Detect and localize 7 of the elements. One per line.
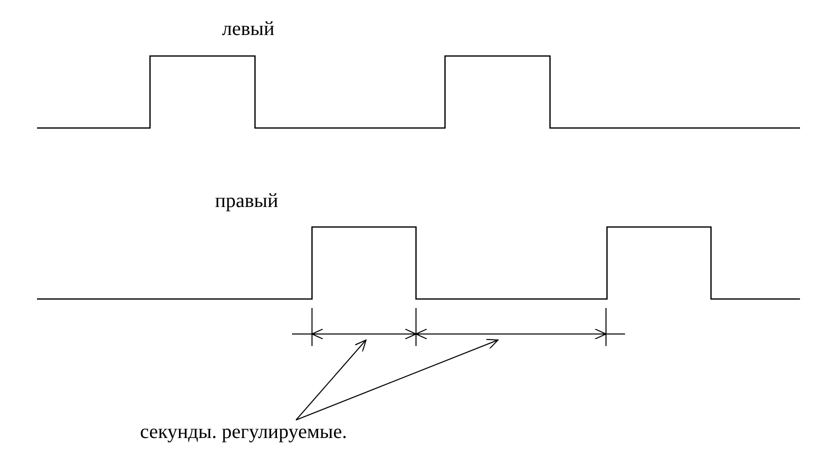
annotation-text: секунды. регулируемые.: [140, 420, 347, 444]
leader-arrow: [296, 340, 366, 420]
dimension-line: [292, 328, 416, 340]
signal-label: левый: [222, 18, 274, 40]
dimension-line: [416, 328, 626, 340]
leader-arrow: [296, 338, 498, 420]
signal-label: правый: [215, 190, 278, 212]
